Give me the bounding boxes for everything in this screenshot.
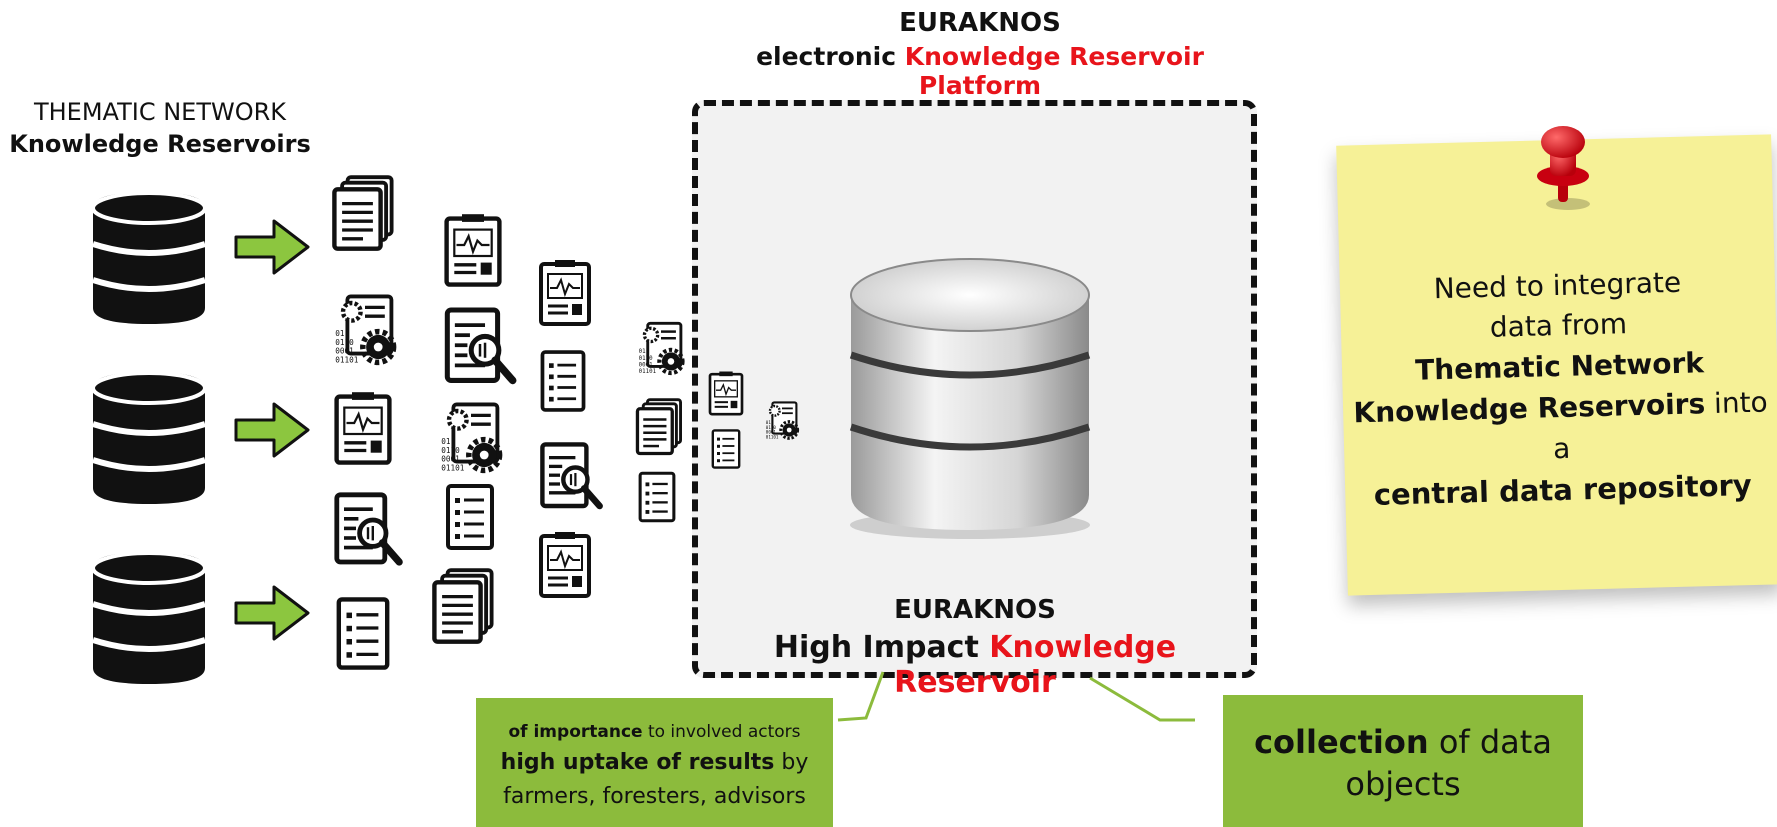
- connector-line-right: [1089, 676, 1195, 722]
- callout-collection-line2: objects: [1345, 765, 1461, 803]
- central-label: High Impact Knowledge Reservoir: [700, 630, 1250, 700]
- central-label-prefix: High Impact: [773, 630, 990, 665]
- pushpin-icon: [1520, 118, 1610, 222]
- central-database-icon: [845, 255, 1095, 549]
- thematic-heading-line2: Knowledge Reservoirs: [9, 130, 311, 158]
- central-title: EURAKNOS: [894, 595, 1056, 625]
- thematic-heading-line1: THEMATIC NETWORK: [33, 98, 287, 126]
- callout-collection-line1: collection of data: [1254, 723, 1552, 761]
- callout-collection: collection of data objects: [1223, 695, 1583, 827]
- platform-subtitle: electronic Knowledge Reservoir Platform: [700, 42, 1260, 100]
- connector-line-left: [837, 671, 885, 722]
- platform-subtitle-highlight: Knowledge Reservoir Platform: [904, 42, 1204, 100]
- platform-title: EURAKNOS: [899, 8, 1061, 38]
- central-label-highlight: Knowledge Reservoir: [894, 630, 1177, 700]
- callout-importance-line2: high uptake of results by: [500, 750, 809, 775]
- callout-importance-line1: of importance to involved actors: [508, 722, 801, 742]
- platform-subtitle-prefix: electronic: [756, 42, 905, 71]
- callout-importance-line3: farmers, foresters, advisors: [503, 784, 806, 809]
- callout-importance: of importance to involved actors high up…: [476, 698, 833, 827]
